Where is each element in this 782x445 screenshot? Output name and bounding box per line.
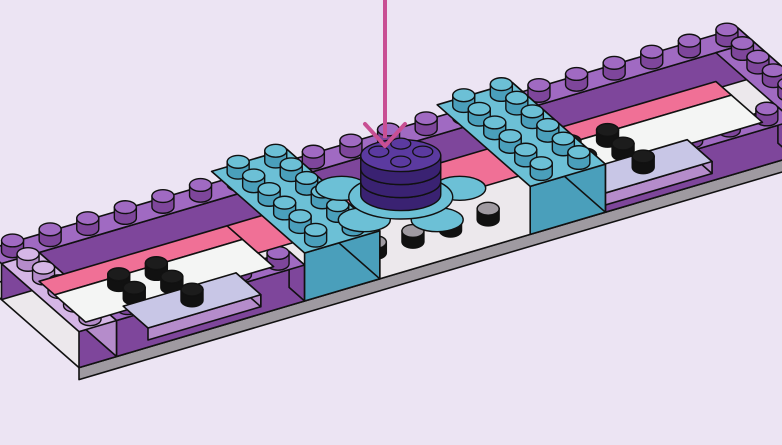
black-stud: [181, 283, 203, 307]
round-stud: [391, 156, 411, 167]
back-wall-stud: [415, 112, 437, 136]
back-wall-stud: [641, 45, 663, 69]
back-wall-stud: [566, 68, 588, 92]
back-wall-stud: [114, 201, 136, 225]
black-stud: [632, 150, 654, 174]
azure-stud: [568, 146, 590, 170]
back-wall-stud: [340, 134, 362, 158]
azure-stud: [530, 157, 552, 181]
dark-purple-round-stack: [361, 138, 441, 211]
azure-stud: [305, 223, 327, 247]
back-wall-stud: [603, 56, 625, 80]
gray-stud: [477, 202, 499, 226]
back-wall-stud: [678, 34, 700, 58]
round-stud: [413, 146, 433, 157]
back-wall-stud: [152, 190, 174, 214]
back-wall-stud: [39, 223, 61, 247]
back-wall-stud: [77, 212, 99, 236]
right-end-stud: [778, 78, 782, 102]
back-wall-stud: [190, 179, 212, 203]
round-stud: [391, 138, 411, 149]
